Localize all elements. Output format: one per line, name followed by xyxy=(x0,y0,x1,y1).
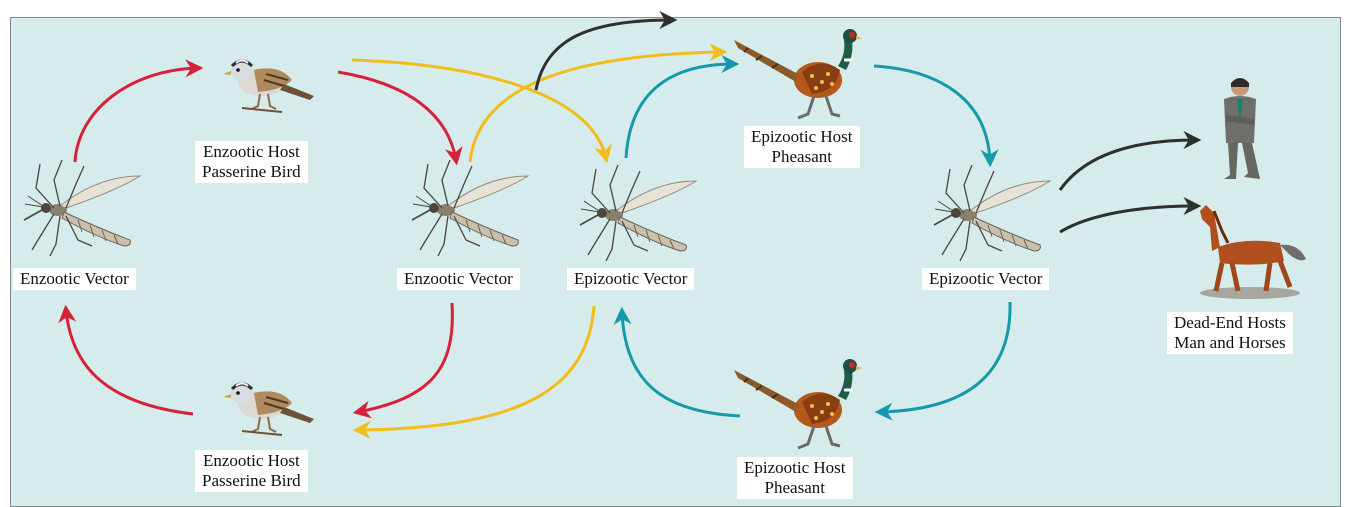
mosquito-icon xyxy=(412,160,528,256)
arrow-bird-to-enzootic-vector xyxy=(338,72,456,160)
label-enzootic-vector-mid: Enzootic Vector xyxy=(397,268,520,290)
pheasant-icon xyxy=(734,359,862,448)
arrow-vector-to-man xyxy=(1060,140,1196,190)
label-line: Pheasant xyxy=(744,478,846,498)
label-epizootic-host-bottom: Epizootic Host Pheasant xyxy=(737,457,853,499)
label-line: Epizootic Host xyxy=(751,127,853,147)
man-icon xyxy=(1224,78,1260,179)
pheasant-icon xyxy=(734,29,862,118)
mosquito-icon xyxy=(580,165,696,261)
label-epizootic-host-top: Epizootic Host Pheasant xyxy=(744,126,860,168)
label-line: Enzootic Host xyxy=(202,142,301,162)
arrow-epizootic-vector-to-bottom-bird xyxy=(358,306,594,430)
horse-icon xyxy=(1200,205,1306,299)
label-line: Passerine Bird xyxy=(202,162,301,182)
label-line: Enzootic Host xyxy=(202,451,301,471)
label-line: Pheasant xyxy=(751,147,853,167)
label-line: Epizootic Host xyxy=(744,458,846,478)
label-dead-end-hosts: Dead-End Hosts Man and Horses xyxy=(1167,312,1293,354)
arrow-enzootic-vector-to-bird xyxy=(75,68,198,162)
arrow-bird-to-epizootic-vector xyxy=(352,60,606,158)
arrow-enzootic-vector-to-pheasant xyxy=(470,52,722,162)
label-line: Passerine Bird xyxy=(202,471,301,491)
arrow-bottom-pheasant-to-epizootic-vector xyxy=(622,312,740,416)
label-enzootic-host-top: Enzootic Host Passerine Bird xyxy=(195,141,308,183)
sparrow-icon xyxy=(223,59,314,112)
mosquito-icon xyxy=(934,165,1050,261)
label-epizootic-vector-mid: Epizootic Vector xyxy=(567,268,694,290)
arrow-vector-to-horses xyxy=(1060,206,1196,232)
arrow-epizootic-vector-to-bottom-pheasant xyxy=(880,302,1010,412)
arrow-bottom-bird-to-enzootic-vector xyxy=(66,310,193,414)
label-epizootic-vector-right: Epizootic Vector xyxy=(922,268,1049,290)
mosquito-icon xyxy=(24,160,140,256)
label-enzootic-host-bottom: Enzootic Host Passerine Bird xyxy=(195,450,308,492)
sparrow-icon xyxy=(223,382,314,435)
label-enzootic-vector-left: Enzootic Vector xyxy=(13,268,136,290)
label-line: Man and Horses xyxy=(1174,333,1286,353)
arrow-epizootic-vector-to-pheasant xyxy=(626,64,734,158)
label-line: Dead-End Hosts xyxy=(1174,313,1286,333)
arrow-enzootic-vector-to-bottom-bird xyxy=(358,303,452,412)
arrow-pheasant-to-epizootic-vector xyxy=(874,66,990,162)
